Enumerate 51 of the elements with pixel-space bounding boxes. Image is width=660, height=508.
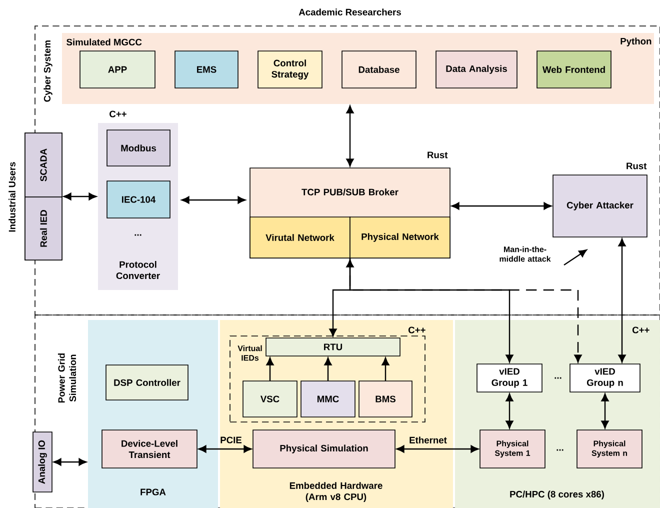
arrow	[346, 105, 354, 167]
process-box: APP	[80, 50, 156, 88]
process-box: vIED Group 1	[476, 364, 542, 392]
process-box: RTU	[266, 338, 400, 356]
process-box: Analog IO	[32, 432, 52, 492]
process-box: Device-Level Transient	[102, 430, 198, 468]
process-box: Physical Network	[350, 216, 450, 258]
process-box: Control Strategy	[258, 50, 322, 88]
process-box: Physical System n	[576, 430, 642, 468]
process-box: EMS	[174, 50, 238, 88]
node-label: C++	[110, 110, 126, 118]
edge-label: Ethernet	[410, 436, 447, 444]
arrow	[601, 393, 609, 429]
process-box: Physical Simulation	[252, 430, 396, 468]
heading-label: Academic Researchers	[298, 8, 401, 16]
process-box: Data Analysis	[436, 50, 518, 88]
arrow	[382, 357, 390, 381]
node-label: Rust	[428, 152, 448, 158]
edge-label: PCIE	[220, 436, 242, 444]
arrow	[181, 196, 246, 204]
arrow	[451, 202, 552, 210]
arrow	[349, 258, 582, 363]
arrow	[396, 445, 479, 453]
annotation-text: Man-in-the-middle attack	[500, 246, 551, 262]
process-box: Web Frontend	[536, 50, 612, 88]
arrow	[329, 259, 354, 337]
arrow	[506, 393, 514, 429]
process-box: DSP Controller	[106, 364, 188, 400]
arrow	[564, 250, 587, 266]
arrow	[266, 357, 274, 381]
arrow	[198, 445, 252, 453]
process-box: vIED Group n	[570, 364, 640, 392]
process-box: IEC-104	[106, 180, 170, 218]
node-label: Industrial Users	[8, 162, 16, 232]
process-box: Modbus	[106, 130, 170, 166]
process-box: Virutal Network	[250, 216, 350, 258]
process-box: SCADA	[24, 132, 62, 198]
arrow	[618, 238, 626, 363]
process-box: Physical System 1	[480, 430, 546, 468]
arrow	[324, 357, 332, 381]
process-box: BMS	[358, 380, 412, 418]
ellipsis-label: ...	[556, 449, 564, 451]
process-box: MMC	[300, 380, 356, 418]
process-box: VSC	[242, 380, 298, 418]
node-label: Rust	[626, 162, 647, 170]
process-box: Real IED	[24, 196, 62, 260]
ellipsis-label: ...	[554, 377, 562, 379]
arrow	[63, 192, 97, 200]
arrow	[53, 458, 87, 466]
process-box: Rust Cyber Attacker	[552, 162, 648, 238]
process-box: Database	[342, 50, 416, 88]
